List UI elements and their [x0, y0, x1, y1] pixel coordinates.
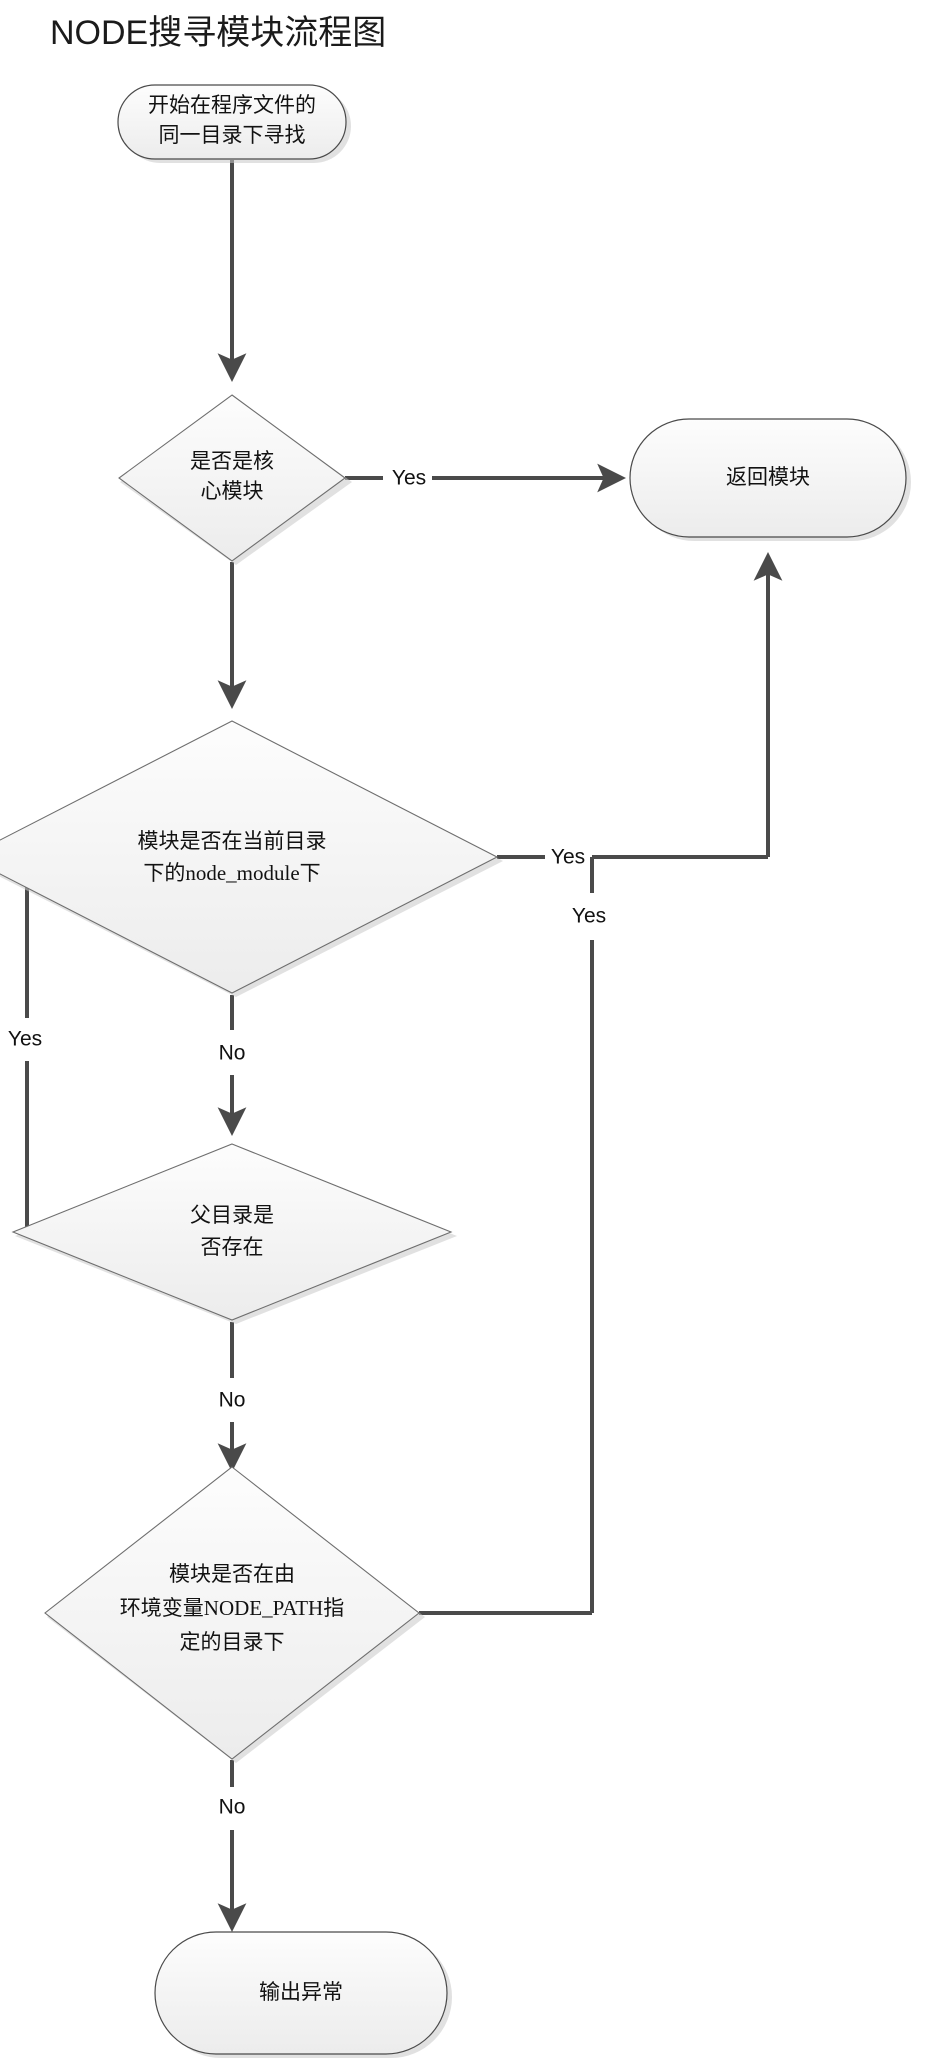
node-output-error[interactable]: 输出异常	[154, 1931, 452, 2058]
edge-label-parent-yes: Yes	[8, 1028, 42, 1051]
page-title: NODE搜寻模块流程图	[50, 14, 386, 52]
edge-label-core-yes: Yes	[392, 467, 426, 490]
node-start[interactable]: 开始在程序文件的 同一目录下寻找	[117, 84, 351, 163]
node-in-current-node-module[interactable]: 模块是否在当前目录 下的node_module下	[0, 720, 503, 997]
node-parent-dir-exists[interactable]: 父目录是 否存在	[11, 1143, 457, 1324]
edge-label-nodepath-yes: Yes	[572, 905, 606, 928]
node-in-node-path-line-2: 环境变量NODE_PATH指	[120, 1596, 344, 1620]
node-return-module-label: 返回模块	[726, 465, 810, 489]
node-start-line-2: 同一目录下寻找	[159, 123, 306, 147]
node-return-module[interactable]: 返回模块	[629, 418, 911, 541]
node-output-error-label: 输出异常	[259, 1980, 343, 2004]
node-in-node-path-line-1: 模块是否在由	[169, 1562, 295, 1586]
edge-nodepath-yes: Yes	[419, 857, 606, 1615]
edge-label-current-no: No	[219, 1042, 246, 1065]
node-in-node-path-line-3: 定的目录下	[180, 1630, 285, 1654]
node-parent-dir-exists-line-2: 否存在	[201, 1235, 264, 1259]
edge-core-yes: Yes	[345, 463, 627, 493]
edge-parent-no: No	[217, 1322, 247, 1473]
edge-nodepath-no: No	[217, 1760, 247, 1933]
edge-label-current-yes: Yes	[551, 846, 585, 869]
node-in-current-node-module-line-1: 模块是否在当前目录	[138, 829, 327, 853]
edge-label-parent-no: No	[219, 1389, 246, 1412]
edge-current-yes: Yes	[497, 551, 783, 869]
node-is-core-module-line-1: 是否是核	[190, 449, 274, 473]
node-in-current-node-module-line-2: 下的node_module下	[143, 861, 320, 885]
edge-label-nodepath-no: No	[219, 1796, 246, 1819]
node-start-line-1: 开始在程序文件的	[148, 93, 316, 117]
node-is-core-module[interactable]: 是否是核 心模块	[118, 394, 352, 565]
node-is-core-module-line-2: 心模块	[201, 479, 264, 503]
node-parent-dir-exists-line-1: 父目录是	[190, 1203, 274, 1227]
edge-current-no: No	[217, 995, 247, 1137]
node-in-node-path[interactable]: 模块是否在由 环境变量NODE_PATH指 定的目录下	[44, 1466, 425, 1763]
